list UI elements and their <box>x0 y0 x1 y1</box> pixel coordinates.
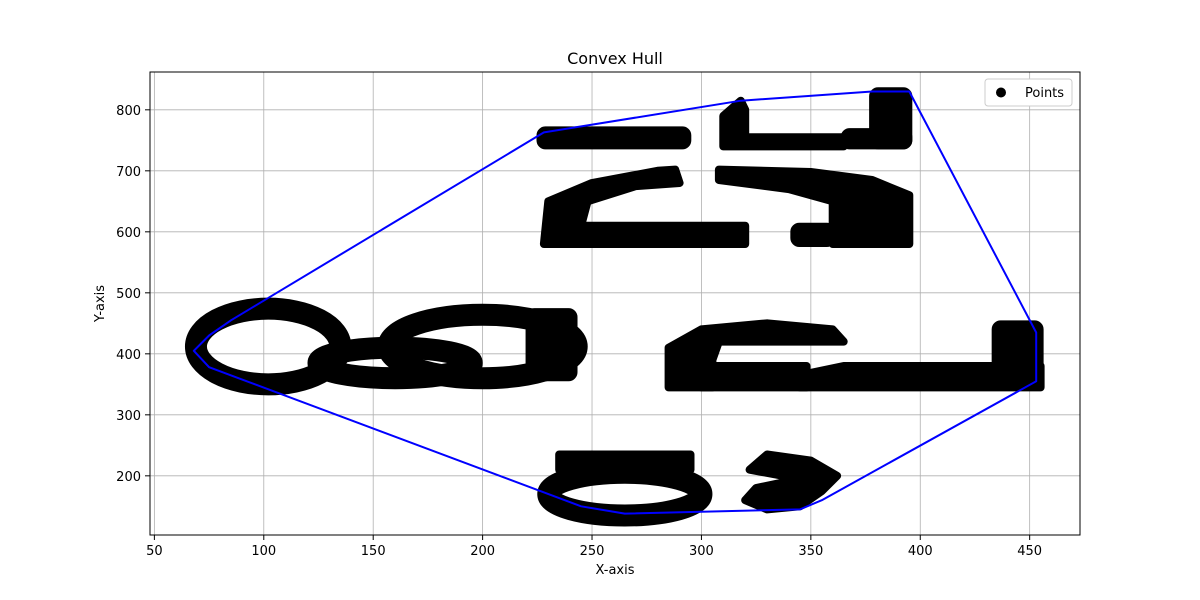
axes-frame <box>149 71 1081 536</box>
y-axis-label: Y-axis <box>93 285 108 323</box>
hull-line <box>192 90 1038 515</box>
y-tick-label: 600 <box>116 226 141 241</box>
chart-title: Convex Hull <box>567 49 663 68</box>
x-tick-label: 200 <box>470 544 495 559</box>
x-axis-label: X-axis <box>596 563 635 578</box>
point-cluster <box>741 450 842 514</box>
x-tick-label: 150 <box>361 544 386 559</box>
point-cluster <box>536 126 692 150</box>
x-tick-label: 300 <box>689 544 714 559</box>
point-cluster <box>991 320 1044 391</box>
y-tick-label: 200 <box>116 470 141 485</box>
x-tick-label: 400 <box>908 544 933 559</box>
y-tick-label: 500 <box>116 287 141 302</box>
y-tick-label: 700 <box>116 165 141 180</box>
x-tick-label: 100 <box>251 544 276 559</box>
point-cluster <box>525 308 578 382</box>
x-tick-label: 50 <box>146 544 163 559</box>
ticks: 50 100 150 200 250 300 350 400 450 200 300 400 500 60… <box>116 104 1042 559</box>
y-tick-label: 300 <box>116 409 141 424</box>
point-cluster <box>697 362 811 392</box>
point-cluster <box>790 222 836 248</box>
legend-box <box>984 78 1073 107</box>
legend: Points <box>984 78 1073 107</box>
legend-label-points: Points <box>1025 86 1064 101</box>
x-tick-label: 350 <box>798 544 823 559</box>
point-cluster <box>840 128 913 150</box>
x-tick-label: 450 <box>1017 544 1042 559</box>
point-cluster <box>714 165 914 248</box>
point-cluster <box>539 165 750 248</box>
legend-marker-points <box>996 87 1006 98</box>
data-layer <box>184 87 1045 527</box>
x-tick-label: 250 <box>580 544 605 559</box>
y-tick-label: 400 <box>116 348 141 363</box>
y-tick-label: 800 <box>116 104 141 119</box>
